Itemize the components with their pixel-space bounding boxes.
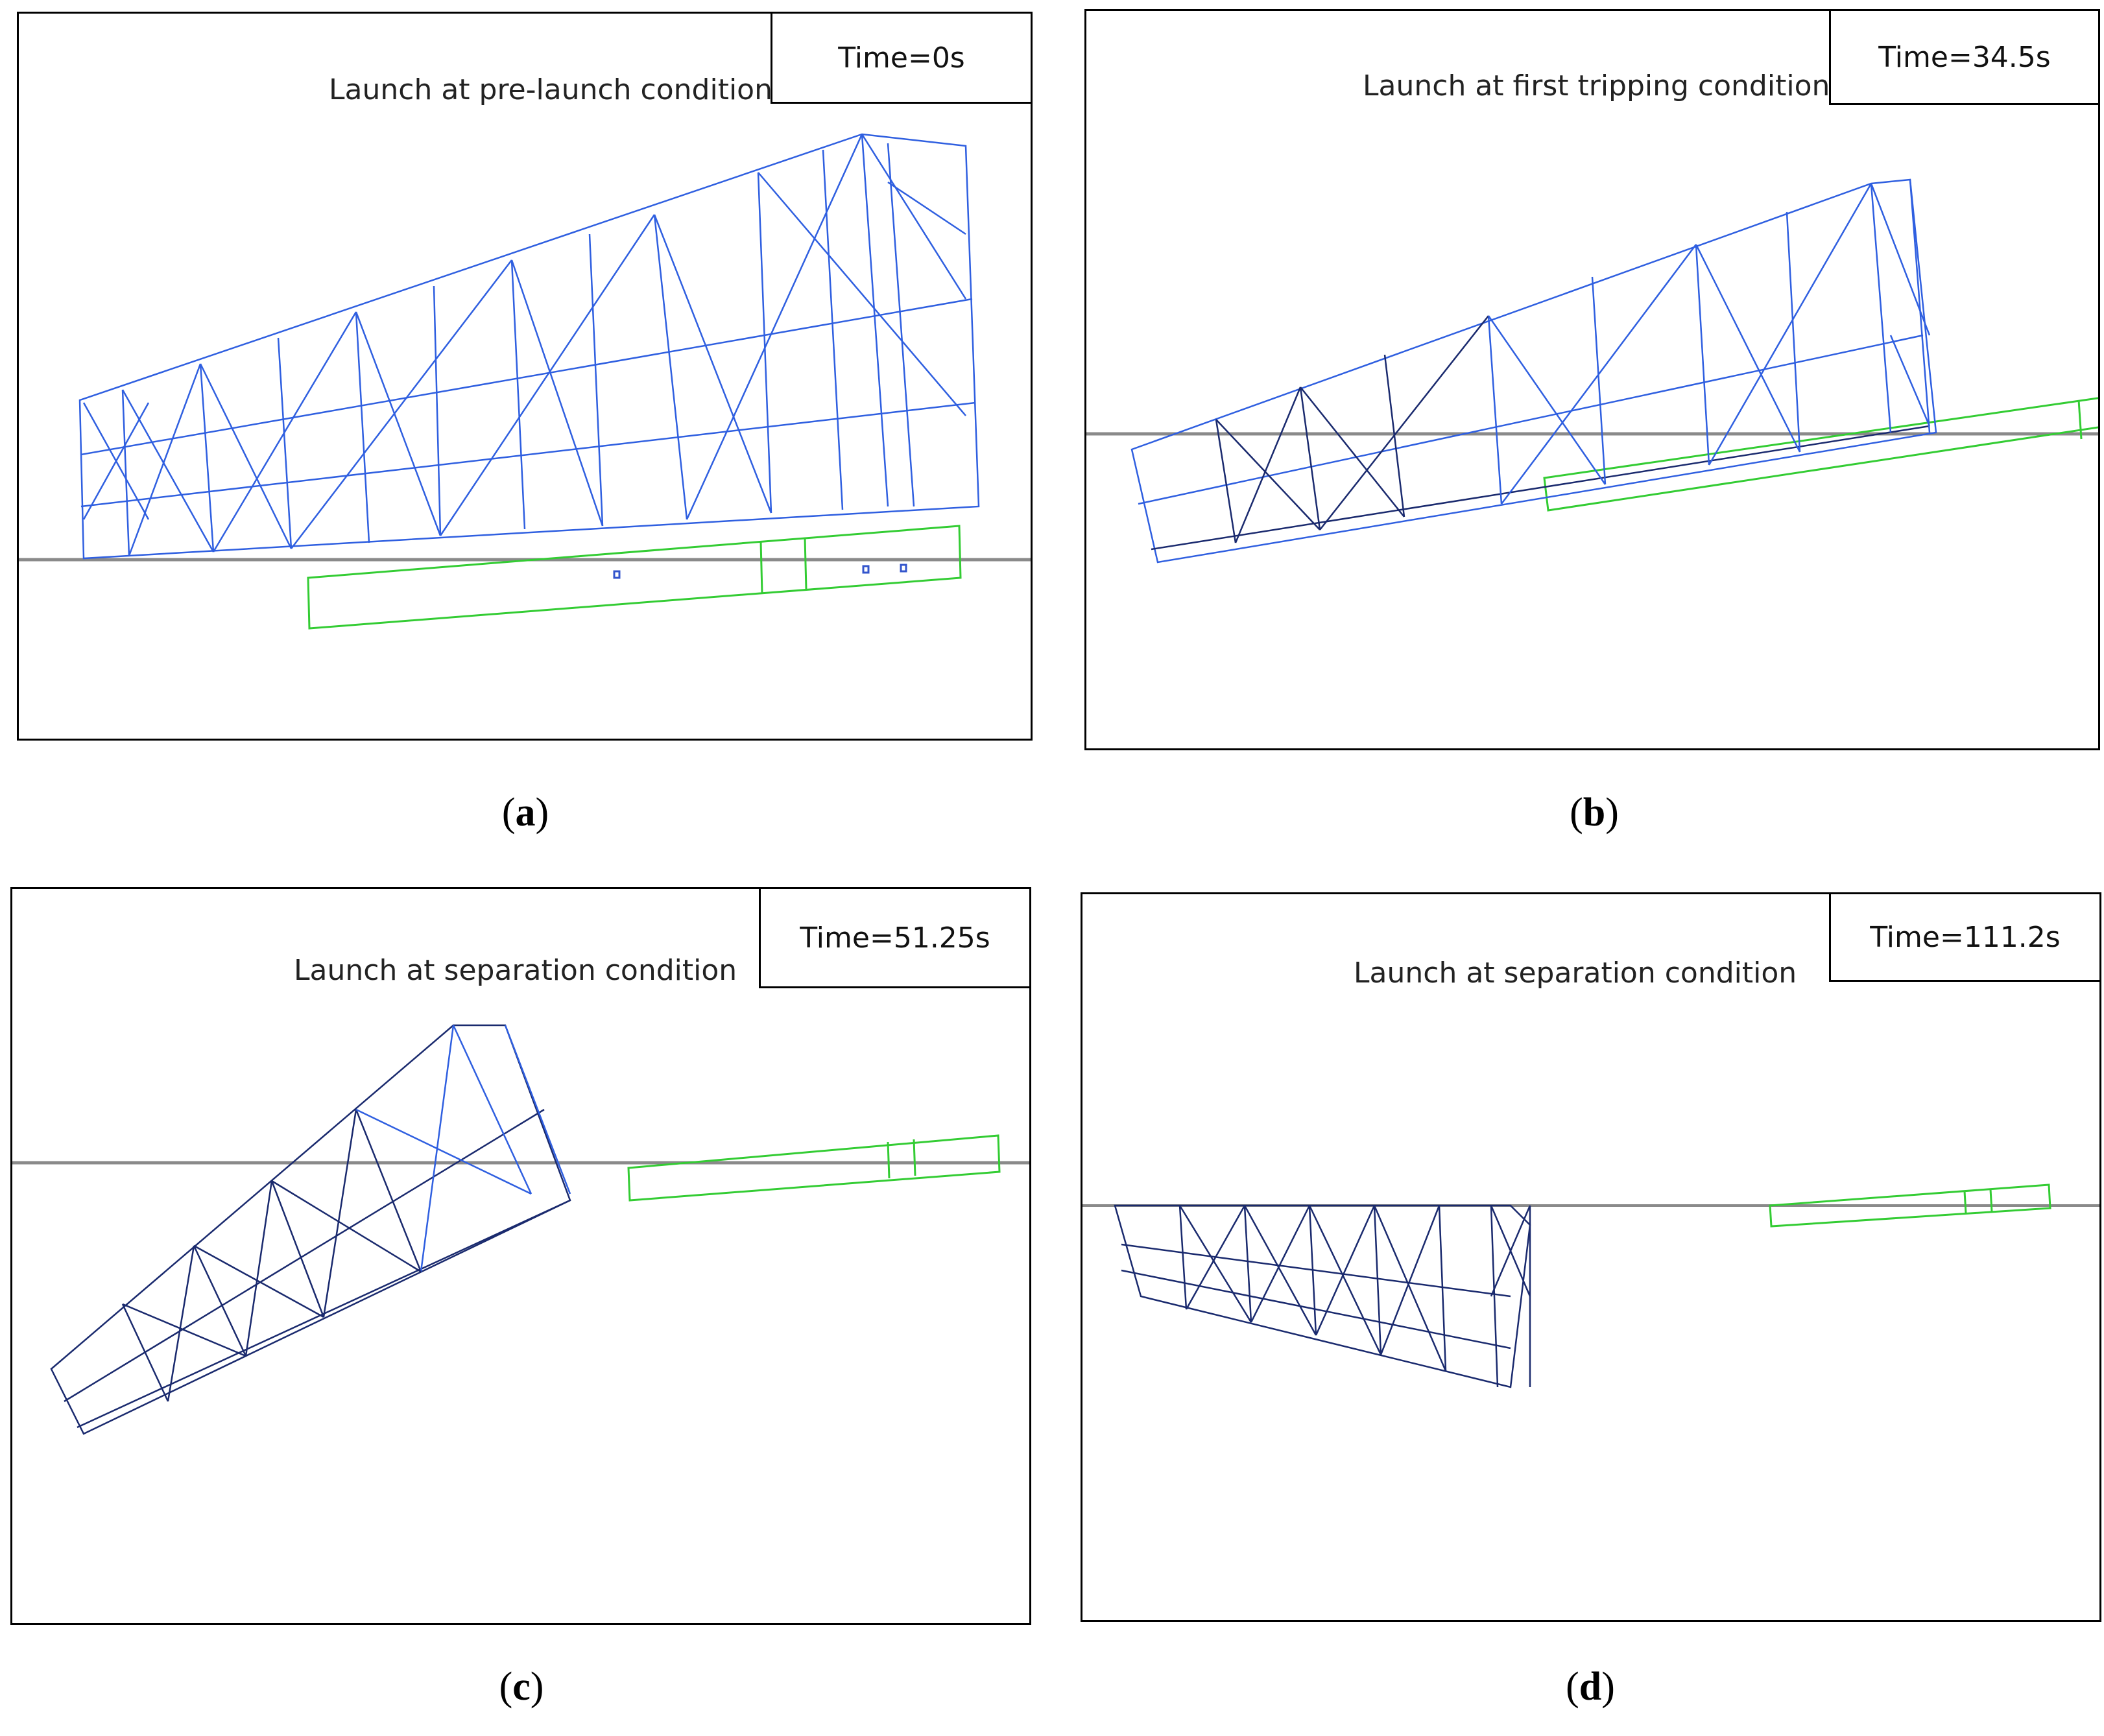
barge: [627, 1134, 1001, 1202]
time-label: Time=111.2s: [1870, 920, 2061, 954]
condition-label: Launch at pre-launch condition: [329, 73, 772, 106]
jacket: [1114, 1204, 1531, 1388]
condition-label: Launch at separation condition: [294, 954, 737, 987]
time-label: Time=34.5s: [1878, 40, 2051, 74]
time-label-box: Time=51.25s: [759, 889, 1029, 988]
barge: [1769, 1183, 2051, 1228]
time-label: Time=0s: [838, 41, 965, 75]
frame-b-drawing: [1086, 178, 2098, 564]
jacket: [78, 133, 980, 560]
time-label: Time=51.25s: [800, 921, 990, 955]
frame-a-drawing: [19, 133, 1031, 630]
caption-c: (c): [499, 1665, 544, 1709]
panel-b: Launch at first tripping condition Time=…: [1084, 9, 2100, 750]
barge: [307, 525, 962, 630]
caption-d: (d): [1566, 1665, 1615, 1709]
panel-d: Launch at separation condition Time=111.…: [1081, 892, 2101, 1622]
condition-label: Launch at first tripping condition: [1363, 69, 1830, 102]
frame-d-drawing: [1082, 1183, 2099, 1388]
time-label-box: Time=34.5s: [1829, 11, 2098, 105]
jacket: [1130, 178, 1937, 564]
frame-c-drawing: [12, 1024, 1029, 1435]
condition-label: Launch at separation condition: [1354, 957, 1797, 990]
caption-b: (b): [1570, 791, 1619, 835]
panel-c: Launch at separation condition Time=51.2…: [10, 887, 1031, 1625]
time-label-box: Time=0s: [771, 14, 1031, 104]
jacket: [50, 1024, 571, 1435]
panel-a: Launch at pre-launch condition Time=0s: [17, 12, 1033, 741]
caption-a: (a): [501, 791, 549, 835]
time-label-box: Time=111.2s: [1829, 894, 2099, 982]
